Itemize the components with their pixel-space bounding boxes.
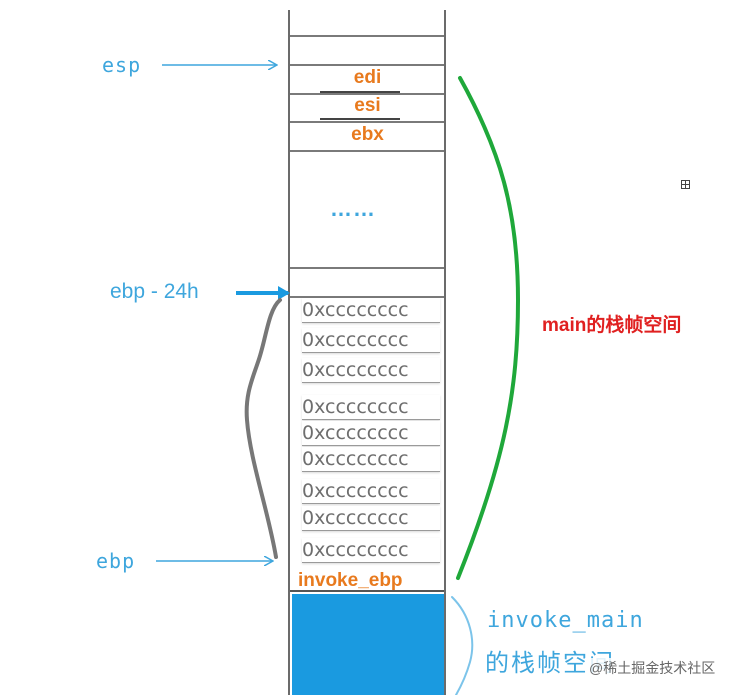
stack-separator bbox=[290, 296, 444, 298]
invoke-main-label: invoke_main bbox=[487, 608, 644, 633]
small-grid-icon bbox=[681, 180, 690, 189]
register-esi: esi bbox=[354, 95, 381, 116]
esp-label: esp bbox=[102, 53, 142, 77]
stack-separator bbox=[290, 150, 444, 152]
register-underline bbox=[320, 91, 400, 93]
register-underline bbox=[320, 118, 400, 120]
stack-cell: 0xcccccccc bbox=[302, 358, 440, 383]
register-edi: edi bbox=[353, 67, 382, 88]
stack-separator bbox=[290, 35, 444, 37]
stack-left-border bbox=[288, 10, 290, 695]
invoke-ebp-underline bbox=[290, 590, 444, 592]
register-ebx: ebx bbox=[351, 124, 384, 145]
stack-separator bbox=[290, 121, 444, 123]
ellipsis: …… bbox=[330, 196, 376, 221]
invoke-main-frame-brace bbox=[451, 596, 474, 695]
ebp-offset-curve bbox=[244, 298, 282, 559]
stack-cell: 0xcccccccc bbox=[302, 538, 440, 563]
stack-cell: 0xcccccccc bbox=[302, 447, 440, 472]
stack-separator bbox=[290, 267, 444, 269]
stack-cell: 0xcccccccc bbox=[302, 479, 440, 504]
stack-cell: 0xcccccccc bbox=[302, 298, 440, 323]
stack-cell: 0xcccccccc bbox=[302, 395, 440, 420]
invoke-main-frame-block bbox=[292, 594, 444, 695]
stack-right-border bbox=[444, 10, 446, 695]
stack-cell: 0xcccccccc bbox=[302, 328, 440, 353]
ebp-label: ebp bbox=[96, 549, 136, 573]
stack-cell: 0xcccccccc bbox=[302, 421, 440, 446]
watermark: @稀土掘金技术社区 bbox=[585, 658, 720, 678]
main-frame-label: main的栈帧空间 bbox=[542, 315, 682, 336]
stack-cell: 0xcccccccc bbox=[302, 506, 440, 531]
main-frame-brace bbox=[456, 76, 521, 580]
invoke-ebp-label: invoke_ebp bbox=[298, 570, 403, 591]
ebp-minus-24h-label: ebp - 24h bbox=[110, 280, 199, 303]
stack-separator bbox=[290, 93, 444, 95]
stack-separator bbox=[290, 64, 444, 66]
